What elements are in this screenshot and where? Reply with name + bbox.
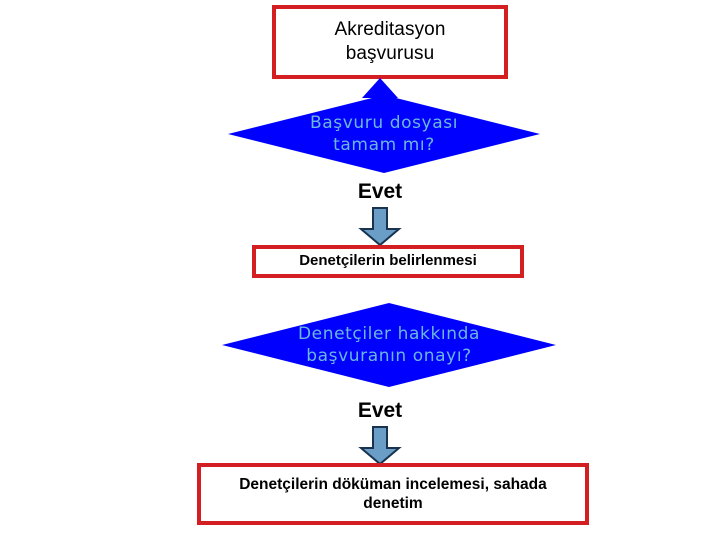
process-box-label: Denetçilerin belirlenmesi bbox=[299, 252, 477, 270]
decision-diamond-basvuru-dosyasi[interactable]: Başvuru dosyası tamam mı? bbox=[228, 95, 540, 173]
down-arrow-icon-2 bbox=[358, 426, 402, 465]
decision-diamond-denetciler-onayi[interactable]: Denetçiler hakkında başvuranın onayı? bbox=[222, 303, 556, 387]
process-box-dokuman-incelemesi[interactable]: Denetçilerin döküman incelemesi, sahada … bbox=[197, 463, 589, 525]
process-box-label: Denetçilerin döküman incelemesi, sahada … bbox=[239, 475, 547, 512]
diamond-shape bbox=[222, 303, 556, 387]
process-box-akreditasyon-basvurusu[interactable]: Akreditasyon başvurusu bbox=[272, 5, 508, 79]
process-box-denetcilerin-belirlenmesi[interactable]: Denetçilerin belirlenmesi bbox=[252, 245, 524, 278]
connector-arrow-start-to-decision-1 bbox=[362, 78, 398, 98]
down-arrow-icon-1 bbox=[358, 207, 402, 246]
diamond-shape bbox=[228, 95, 540, 173]
edge-label-evet-1: Evet bbox=[357, 180, 403, 203]
process-box-label: Akreditasyon başvurusu bbox=[334, 19, 446, 64]
edge-label-evet-2: Evet bbox=[357, 399, 403, 422]
